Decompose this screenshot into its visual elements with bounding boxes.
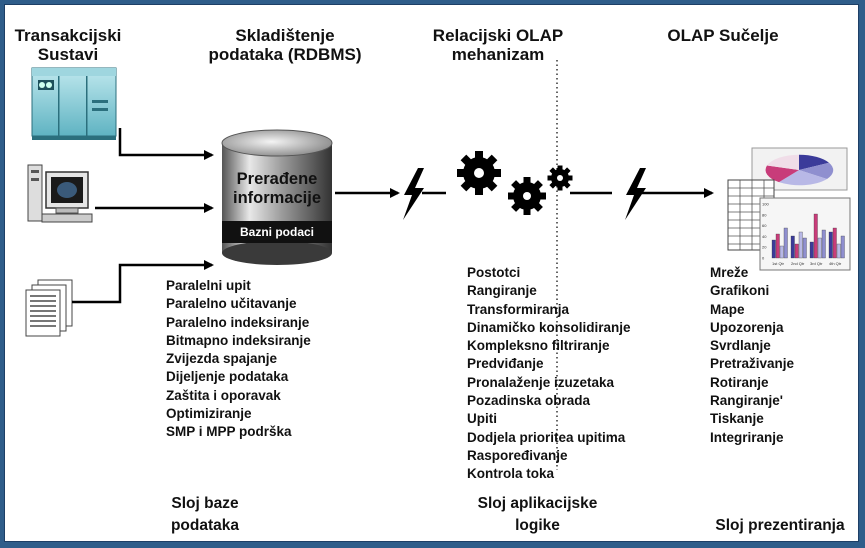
presentation-list-item: Integriranje [710, 429, 784, 445]
header-line: OLAP Sučelje [667, 26, 779, 45]
thumb-bar [836, 243, 841, 259]
footer-line: Sloj aplikacijske [477, 495, 598, 512]
thumb-category-label: 3rd Qtr [810, 261, 823, 266]
database-list-item: Bitmapno indeksiranje [166, 332, 311, 348]
application-list-item: Dinamičko konsolidiranje [467, 319, 631, 335]
application-list-item: Postotci [467, 265, 521, 280]
presentation-list-item: Grafikoni [710, 283, 770, 299]
footer-line: podataka [170, 517, 240, 534]
header-line: mehanizam [451, 45, 545, 64]
cylinder-band-label: Bazni podaci [239, 225, 314, 239]
thumb-tick-label: 60 [762, 223, 767, 228]
header-transactional-systems: Transakcijski Sustavi [8, 26, 128, 64]
thumb-bar [802, 237, 807, 259]
source-connectors [72, 128, 214, 304]
presentation-list-item: Mreže [710, 265, 749, 280]
footer-line: Sloj baze [171, 495, 239, 512]
thumb-tick-label: 40 [762, 234, 767, 239]
thumb-bar [809, 241, 814, 259]
thumb-tick-label: 100 [762, 202, 769, 207]
header-line: Sustavi [37, 45, 99, 64]
pie-chart-icon [751, 147, 848, 191]
thumb-bar [783, 227, 788, 259]
thumb-bar [828, 231, 833, 259]
application-list-item: Dodjela prioritea upitima [467, 429, 626, 445]
thumb-category-label: 4th Qtr [829, 261, 842, 266]
database-list-item: Paralelni upit [166, 278, 251, 293]
footer-line: logike [515, 517, 560, 534]
database-list-item: Optimiziranje [166, 406, 252, 422]
documents-icon [25, 279, 73, 337]
database-list-item: Paralelno indeksiranje [166, 314, 310, 330]
thumb-bar [790, 235, 795, 259]
header-line: Relacijski OLAP [432, 26, 564, 45]
presentation-list-item: Svrdlanje [710, 338, 771, 354]
thumb-bar [794, 243, 799, 259]
footer-application-layer: Sloj aplikacijske logike [455, 493, 620, 537]
application-list-item: Upiti [467, 411, 497, 427]
thumb-bar [817, 237, 822, 259]
thumb-bar [775, 233, 780, 259]
application-list-item: Transformiranja [467, 301, 570, 317]
thumb-category-label: 2nd Qtr [791, 261, 805, 266]
header-line: Skladištenje [235, 26, 335, 45]
presentation-list-item: Upozorenja [710, 319, 784, 335]
database-list-item: Zvijezda spajanje [166, 351, 278, 367]
lightning-icon [403, 168, 424, 220]
application-list-item: Predviđanje [467, 356, 544, 372]
header-line: Transakcijski [14, 26, 122, 45]
presentation-list-item: Pretraživanje [710, 356, 795, 372]
computer-icon [27, 164, 93, 223]
header-line: podataka (RDBMS) [208, 45, 362, 64]
database-list-item: Dijeljenje podataka [166, 369, 289, 385]
thumb-tick-label: 80 [762, 212, 767, 217]
application-list-item: Raspoređivanje [467, 447, 568, 463]
presentation-list-item: Tiskanje [710, 411, 764, 427]
bar-chart-thumbnail: 100 80 60 40 20 0 1st Qtr 2nd Qtr 3rd Qtr 4th Qtr [759, 197, 851, 271]
header-data-warehouse: Skladištenje podataka (RDBMS) [196, 26, 374, 64]
thumb-bar [771, 239, 776, 259]
thumb-bar [840, 235, 845, 259]
thumb-bar [821, 229, 826, 259]
footer-presentation-layer: Sloj prezentiranja [700, 515, 860, 537]
presentation-list-item: Rotiranje [710, 374, 769, 390]
application-list-item: Pronalaženje izuzetaka [467, 374, 615, 390]
header-olap-interface: OLAP Sučelje [644, 26, 802, 45]
thumb-category-label: 1st Qtr [772, 261, 785, 266]
application-list-item: Pozadinska obrada [467, 393, 591, 409]
database-list-item: Zaštita i oporavak [166, 387, 281, 403]
thumb-bar [779, 245, 784, 259]
footer-line: Sloj prezentiranja [715, 517, 845, 534]
presentation-list-item: Mape [710, 301, 745, 317]
application-list-item: Kontrola toka [467, 466, 555, 482]
application-list-item: Kompleksno filtriranje [467, 338, 610, 354]
cylinder-label-line: informacije [232, 189, 322, 207]
thumb-bar [798, 231, 803, 259]
diagram-canvas [4, 4, 859, 542]
database-cylinder-icon [221, 129, 333, 265]
presentation-list-item: Rangiranje' [710, 393, 783, 409]
lightning-icon [625, 168, 646, 220]
thumb-tick-label: 20 [762, 245, 767, 250]
application-list-item: Rangiranje [467, 283, 537, 299]
cylinder-label: Prerađene informacije [222, 170, 332, 208]
database-list-item: Paralelno učitavanje [166, 296, 297, 312]
gears-icon [457, 151, 573, 215]
server-icon [31, 67, 117, 140]
thumb-bar [813, 213, 818, 259]
header-rolap-engine: Relacijski OLAP mehanizam [413, 26, 583, 64]
footer-database-layer: Sloj baze podataka [140, 493, 270, 537]
database-list-item: SMP i MPP podrška [166, 424, 292, 440]
thumb-tick-label: 0 [762, 256, 765, 261]
thumb-bar [832, 227, 837, 259]
cylinder-label-line: Prerađene [236, 170, 318, 188]
